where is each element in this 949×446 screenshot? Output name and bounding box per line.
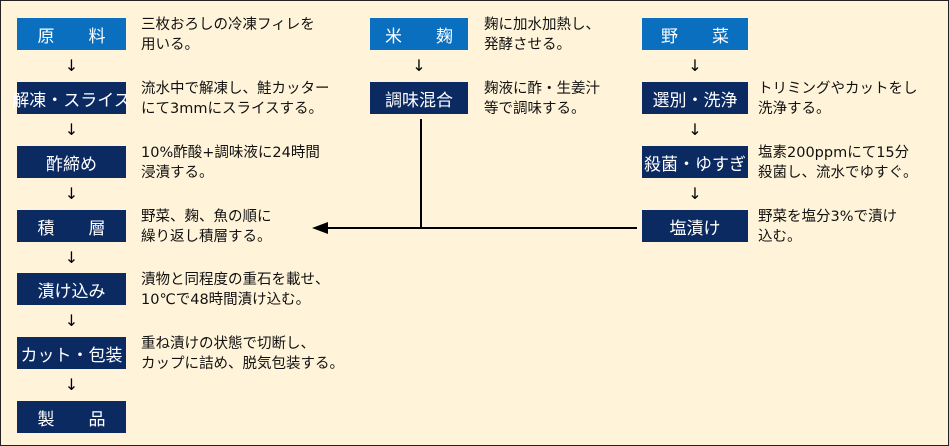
process-step-description: 野菜を塩分3%で漬け 込む。 [758,209,898,245]
down-arrow-icon: ↓ [64,184,79,203]
down-arrow-icon: ↓ [688,184,702,203]
process-step-description: トリミングやカットをし 洗浄する。 [758,81,918,117]
down-arrow-icon: ↓ [688,56,702,75]
process-step-box: 塩漬け [642,210,748,242]
merge-connector-horizontal [326,227,637,229]
process-step-box: 殺菌・ゆすぎ [642,146,748,178]
process-step-description: 野菜、麹、魚の順に 繰り返し積層する。 [141,209,272,245]
koji-connector-vertical [420,119,422,229]
down-arrow-icon: ↓ [64,375,79,394]
process-step-box: 原 料 [17,18,126,50]
down-arrow-icon: ↓ [64,311,79,330]
process-step-box: 積 層 [17,210,126,242]
down-arrow-icon: ↓ [64,120,79,139]
process-step-description: 麹液に酢・生姜汁 等で調味する。 [484,81,600,117]
process-step-box: 酢締め [17,146,126,178]
down-arrow-icon: ↓ [64,248,79,267]
process-step-box: 野 菜 [642,18,748,50]
process-step-description: 重ね漬けの状態で切断し、 カップに詰め、脱気包装する。 [141,336,344,372]
process-step-description: 10%酢酸+調味液に24時間 浸漬する。 [141,145,320,181]
process-step-box: 漬け込み [17,273,126,305]
process-step-box: 選別・洗浄 [642,82,748,114]
process-step-box: 調味混合 [370,82,468,114]
merge-arrowhead-icon [312,222,328,234]
process-step-description: 塩素200ppmにて15分 殺菌し、流水でゆすぐ。 [758,145,918,181]
process-step-box: 米 麹 [370,18,468,50]
process-step-description: 流水中で解凍し、鮭カッター にて3mmにスライスする。 [141,81,330,117]
process-step-box: 解凍・スライス [12,82,131,114]
process-step-description: 漬物と同程度の重石を載せ、 10℃で48時間漬け込む。 [141,272,330,308]
process-step-box: 製 品 [17,401,126,433]
down-arrow-icon: ↓ [64,56,79,75]
process-step-description: 三枚おろしの冷凍フィレを 用いる。 [141,17,315,53]
down-arrow-icon: ↓ [412,56,426,75]
process-step-box: カット・包装 [17,337,126,369]
down-arrow-icon: ↓ [688,120,702,139]
process-step-description: 麹に加水加熱し、 発酵させる。 [484,17,600,53]
